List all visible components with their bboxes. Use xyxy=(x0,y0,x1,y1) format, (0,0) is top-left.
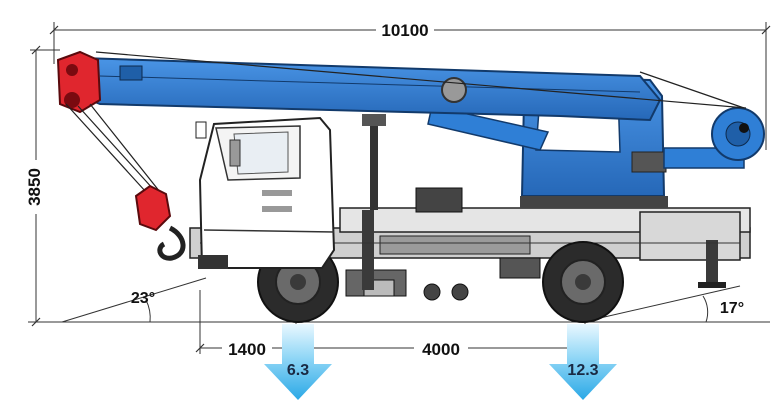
front-axle-load-arrow: 6.3 xyxy=(264,324,332,400)
crane-boom xyxy=(78,51,747,210)
overall-length-label: 10100 xyxy=(381,21,428,40)
crane-hook xyxy=(134,184,186,261)
wheelbase-label: 4000 xyxy=(422,340,460,359)
boom-head xyxy=(56,50,102,114)
truck-cab xyxy=(195,116,336,269)
departure-angle-label: 17° xyxy=(720,300,744,317)
dimension-labels: 10100 3850 1400 4000 23° 17° xyxy=(22,18,744,359)
rear-axle-load-label: 12.3 xyxy=(567,362,598,379)
front-axle-load-label: 6.3 xyxy=(287,362,309,379)
overall-height-label: 3850 xyxy=(25,168,44,206)
hook-ropes xyxy=(65,103,161,193)
winch xyxy=(663,107,765,169)
approach-angle-label: 23° xyxy=(131,290,155,307)
rear-axle-load-arrow: 12.3 xyxy=(549,324,617,400)
rear-wheel xyxy=(542,241,624,323)
front-overhang-label: 1400 xyxy=(228,340,266,359)
